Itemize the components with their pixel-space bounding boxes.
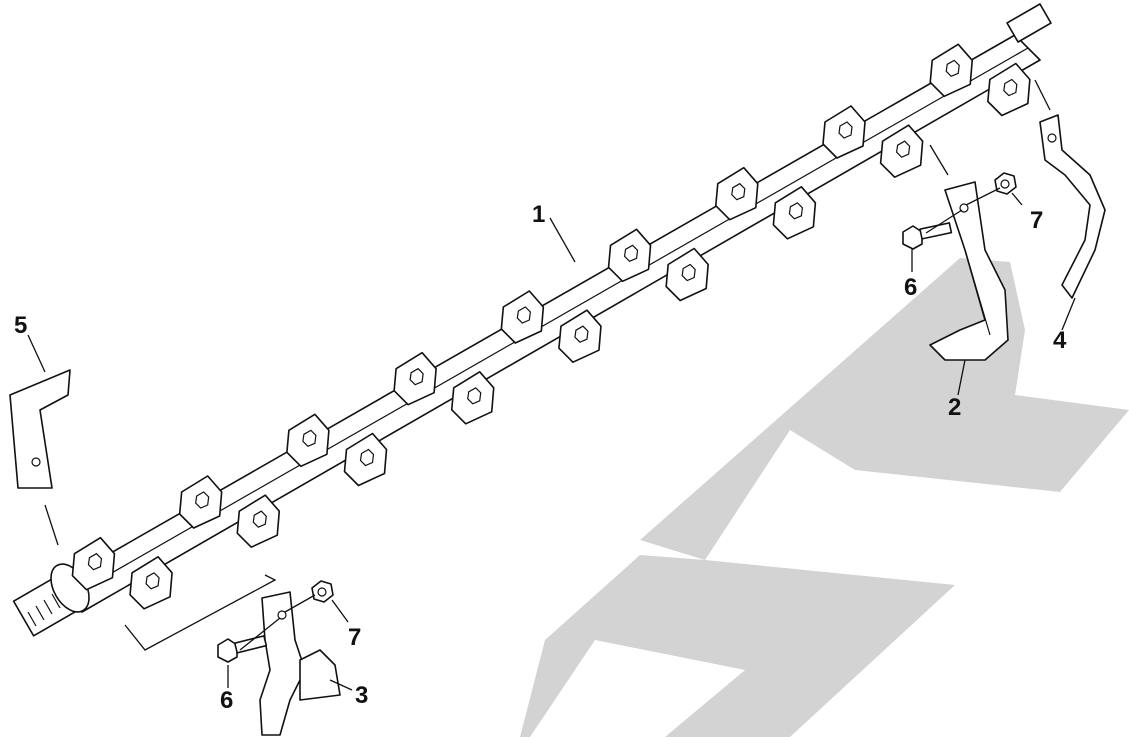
nut-lower (311, 580, 334, 603)
mounting-flange (714, 166, 759, 221)
mounting-flange (500, 290, 545, 344)
label-shaft: 1 (532, 201, 545, 228)
mounting-flange (929, 43, 974, 98)
label-bolt-lower: 6 (220, 687, 233, 714)
label-nut-lower: 7 (348, 624, 361, 651)
blade-far-right (1039, 114, 1106, 299)
mounting-flange (236, 494, 281, 548)
blade-end-left (9, 369, 71, 489)
mounting-flange (343, 432, 388, 487)
label-blade-end-left: 5 (14, 312, 27, 339)
blade-lower (259, 591, 341, 736)
mounting-flange (987, 62, 1031, 117)
assembly-lines (44, 79, 1051, 651)
mounting-flange (822, 105, 866, 159)
mounting-flange (665, 247, 709, 302)
label-bolt-right: 6 (904, 274, 917, 301)
mounting-flanges (71, 43, 1031, 610)
label-nut-right: 7 (1030, 207, 1043, 234)
bolt-right (902, 222, 953, 250)
mounting-flange (286, 413, 330, 468)
mounting-flange (772, 186, 817, 240)
label-blade-right: 2 (948, 394, 961, 421)
label-leaders (27, 192, 1076, 691)
label-blade-lower: 3 (355, 682, 368, 709)
mounting-flange (393, 351, 437, 406)
mounting-flange (450, 371, 495, 425)
mounting-flange (558, 309, 602, 363)
mounting-flange (71, 536, 116, 591)
label-blade-far-right: 4 (1053, 327, 1067, 354)
watermark-logo (520, 258, 1129, 737)
nut-right (994, 172, 1017, 195)
mounting-flange (178, 475, 223, 529)
mounting-flange (607, 228, 652, 283)
mounting-flange (879, 124, 924, 178)
mounting-flange (129, 556, 173, 610)
